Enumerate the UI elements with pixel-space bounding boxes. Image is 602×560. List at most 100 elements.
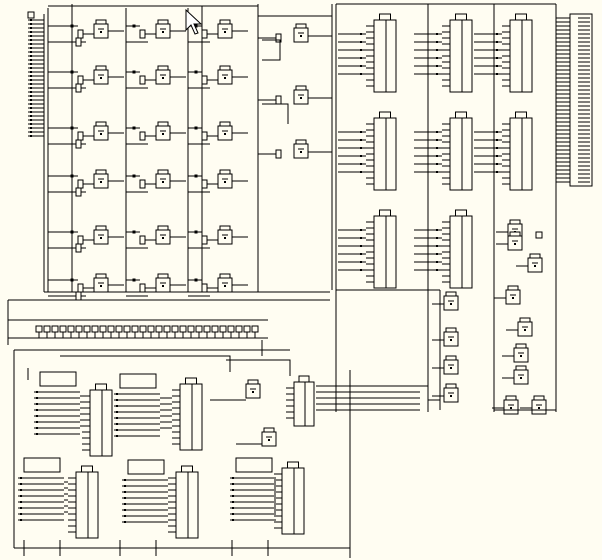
pin-marker (436, 33, 438, 35)
gate-pin (300, 97, 302, 99)
strip-terminal (43, 325, 51, 333)
chip-body (373, 117, 397, 191)
chip-tab (379, 13, 391, 21)
pin-marker (360, 237, 362, 239)
gate-pin (450, 367, 452, 369)
pin-marker (496, 171, 498, 173)
bottom-middle-chips (210, 359, 440, 447)
pin-marker (360, 49, 362, 51)
chip-body (509, 117, 533, 191)
gate-pin (252, 391, 254, 393)
grid-latch (75, 291, 82, 301)
register-chip (442, 209, 473, 289)
grid-latch (201, 179, 208, 189)
pin-marker (116, 417, 118, 419)
gate-cap (519, 317, 531, 323)
gate-cap (509, 219, 521, 225)
right-gate (503, 395, 519, 415)
chip-body (373, 215, 397, 289)
gate-cap (95, 65, 107, 71)
bottom-terminal-strip (7, 299, 330, 345)
chip-body (281, 467, 305, 535)
gate-pin (520, 355, 522, 357)
chip-tab (287, 461, 299, 469)
gate-cap (509, 231, 521, 237)
chip-tab (455, 13, 467, 21)
gate-cap (95, 121, 107, 127)
bank-chip (68, 465, 99, 539)
register-chip (502, 13, 533, 93)
gate-cap (219, 65, 231, 71)
strip-terminal (67, 325, 75, 333)
gate-cap (157, 169, 169, 175)
gate-cap (445, 327, 457, 333)
bus-pin-marker (30, 91, 32, 93)
grid-latch (77, 75, 84, 85)
grid-latch (201, 283, 208, 293)
wire (262, 39, 281, 61)
gate-pin (510, 407, 512, 409)
pin-marker (124, 509, 126, 511)
gate-pin (224, 77, 226, 79)
bus-pin-marker (30, 67, 32, 69)
pin-marker (116, 399, 118, 401)
right-gate (507, 231, 523, 251)
bus-pin-marker (30, 47, 32, 49)
strip-terminal (115, 325, 123, 333)
gate-array-grid (47, 4, 259, 301)
strip-terminal (203, 325, 211, 333)
gate-pin (450, 303, 452, 305)
grid-latch (77, 179, 84, 189)
pin-marker (232, 501, 234, 503)
pin-marker (436, 171, 438, 173)
pin-marker (436, 65, 438, 67)
strip-terminal (107, 325, 115, 333)
bank-chip (82, 383, 113, 457)
pin-marker (232, 483, 234, 485)
gate-cap (219, 19, 231, 25)
pin-marker (360, 65, 362, 67)
gate-pin (300, 35, 302, 37)
strip-terminal (243, 325, 251, 333)
grid-latch (201, 75, 208, 85)
gate-pin (450, 395, 452, 397)
right-gate (513, 343, 529, 363)
pin-marker (496, 139, 498, 141)
stack-gate (293, 85, 309, 105)
pin-marker (496, 155, 498, 157)
gate-cap (515, 343, 527, 349)
grid-latch (139, 29, 146, 39)
gate-cap (157, 225, 169, 231)
gate-cap (505, 395, 517, 401)
gate-pin (162, 237, 164, 239)
strip-terminal (155, 325, 163, 333)
grid-latch (77, 283, 84, 293)
gate-pin (268, 439, 270, 441)
chip-body (449, 215, 473, 289)
pin-marker (360, 147, 362, 149)
pin-marker (436, 155, 438, 157)
right-small-gates (432, 219, 556, 415)
right-gate (443, 327, 459, 347)
register-chip (366, 111, 397, 191)
grid-gate (155, 169, 171, 189)
gate-cap (219, 273, 231, 279)
chip-tab (298, 375, 310, 383)
gate-cap (445, 355, 457, 361)
gate-cap (95, 19, 107, 25)
grid-latch (77, 29, 84, 39)
output-connector (569, 13, 593, 187)
chip-tab (515, 111, 527, 119)
pin-marker (116, 411, 118, 413)
bus-pin-marker (30, 103, 32, 105)
gate-pin (162, 285, 164, 287)
gate-cap (263, 427, 275, 433)
pin-marker (116, 435, 118, 437)
pin-marker (124, 521, 126, 523)
strip-terminal (99, 325, 107, 333)
pin-marker (496, 73, 498, 75)
right-output-connector (556, 13, 593, 187)
bus-pin-marker (30, 51, 32, 53)
chip-body (175, 471, 199, 539)
